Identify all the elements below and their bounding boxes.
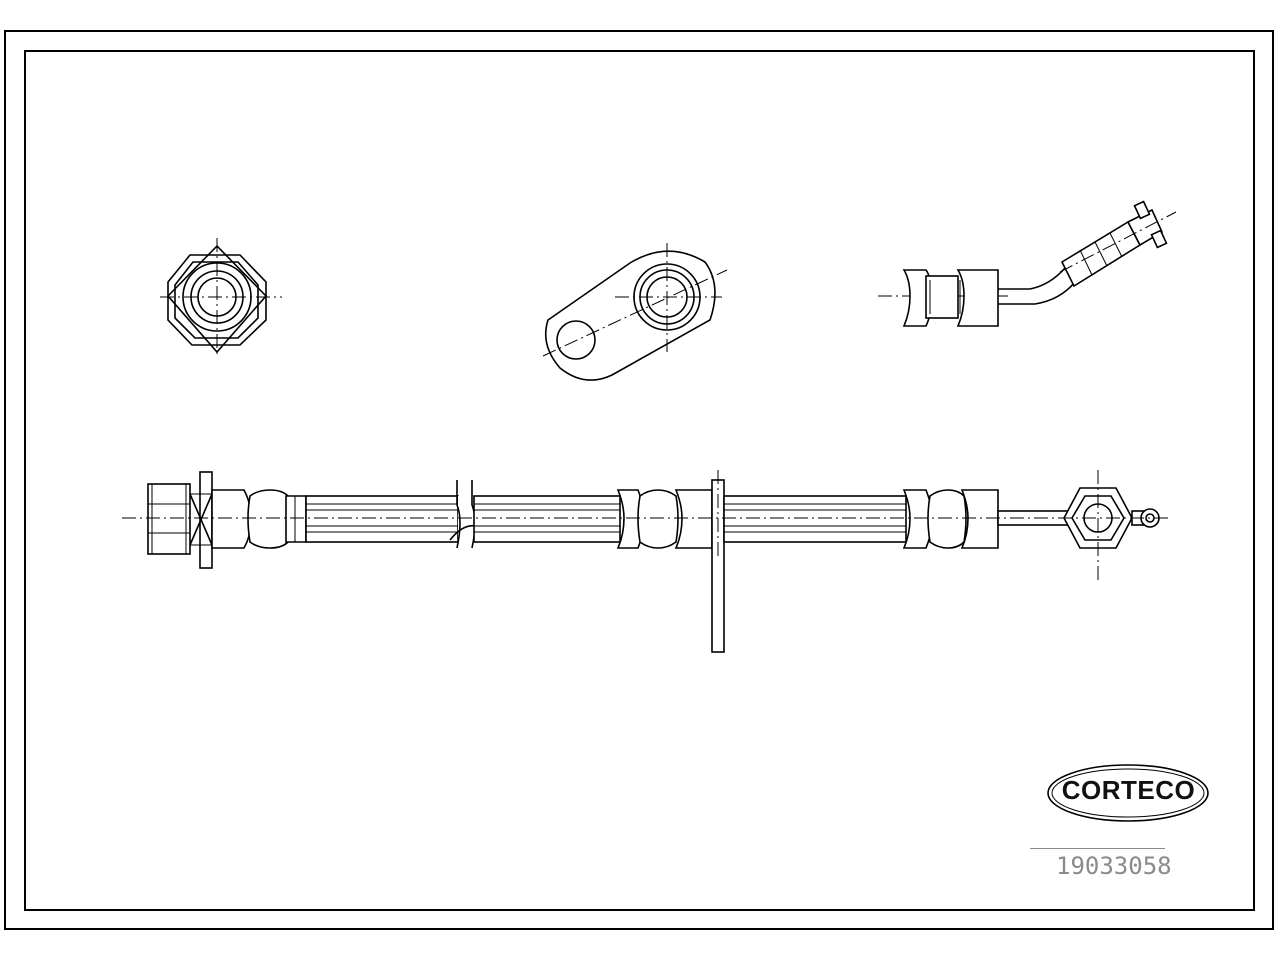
banjo-end-view — [160, 238, 282, 358]
drawing-outer-frame — [4, 30, 1274, 930]
part-number: 19033058 — [1056, 852, 1172, 880]
drawing-inner-frame — [24, 50, 1255, 911]
brand-logo-ellipse — [1047, 764, 1209, 822]
part-number-rule — [1030, 848, 1165, 849]
brand-logo-ellipse-inner — [1051, 768, 1205, 818]
bent-fitting-side-view — [878, 200, 1177, 327]
bracket-end-view — [542, 243, 728, 381]
brand-logo: CORTECO — [1061, 775, 1196, 805]
hose-assembly-side-view — [122, 470, 1170, 653]
